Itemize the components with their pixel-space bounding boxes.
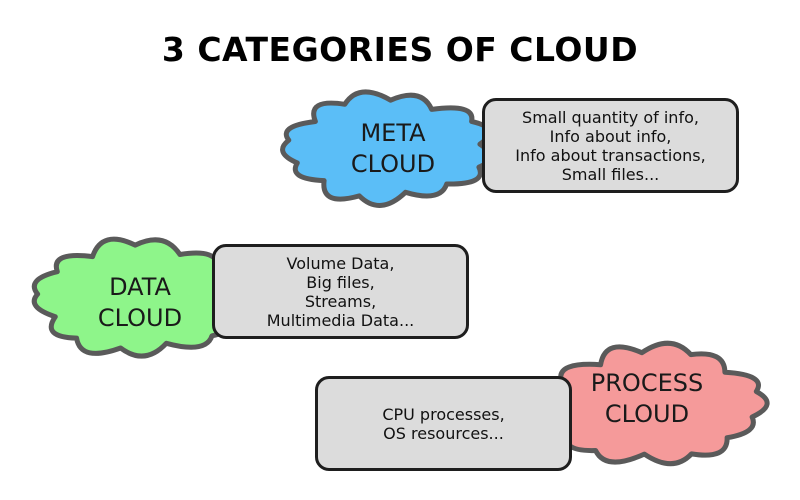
meta-detail-3: Info about transactions, — [515, 145, 706, 165]
data-cloud-details-box: Volume Data, Big files, Streams, Multime… — [212, 244, 469, 339]
meta-cloud-label-line2: CLOUD — [350, 150, 436, 178]
data-detail-1: Volume Data, — [286, 253, 395, 273]
meta-cloud-label: META CLOUD — [318, 118, 468, 180]
meta-cloud-shape — [280, 89, 493, 208]
process-cloud-outline — [546, 340, 770, 467]
page-title: 3 CATEGORIES OF CLOUD — [161, 30, 639, 69]
data-detail-3: Streams, — [304, 291, 377, 311]
meta-detail-4: Small files... — [561, 164, 660, 184]
meta-detail-2: Info about info, — [549, 126, 672, 146]
process-cloud-label-line1: PROCESS — [590, 369, 704, 397]
meta-cloud-details-box: Small quantity of info, Info about info,… — [482, 98, 739, 193]
process-cloud-shape — [546, 340, 770, 467]
process-detail-1: CPU processes, — [382, 404, 505, 424]
process-cloud-label-line2: CLOUD — [604, 400, 690, 428]
data-cloud-label-line2: CLOUD — [97, 304, 183, 332]
process-detail-2: OS resources... — [383, 423, 504, 443]
data-cloud-label: DATA CLOUD — [70, 272, 210, 334]
process-cloud-label: PROCESS CLOUD — [572, 368, 722, 430]
meta-cloud-label-line1: META — [360, 119, 426, 147]
meta-cloud-outline — [280, 89, 493, 208]
process-cloud-details-box: CPU processes, OS resources... — [315, 376, 572, 471]
data-cloud-label-line1: DATA — [109, 273, 171, 301]
data-detail-4: Multimedia Data... — [266, 310, 415, 330]
meta-detail-1: Small quantity of info, — [522, 107, 699, 127]
data-detail-2: Big files, — [306, 272, 375, 292]
